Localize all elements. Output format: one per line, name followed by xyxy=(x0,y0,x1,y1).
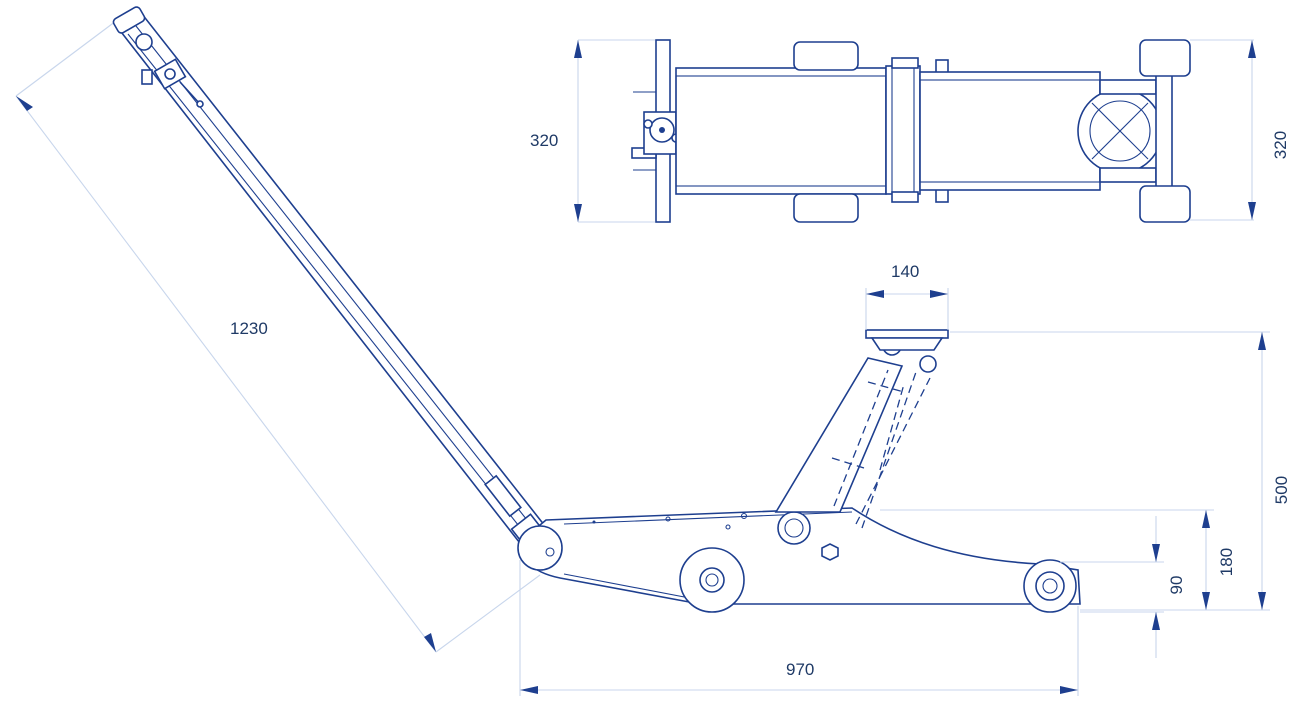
dimension-label-top-width-left: 320 xyxy=(530,131,558,150)
dimension-label-handle-length: 1230 xyxy=(230,319,268,338)
top-view: 320 320 xyxy=(530,39,1290,223)
side-view: 1230 xyxy=(15,6,1291,696)
dimension-label-top-width-right: 320 xyxy=(1271,131,1290,159)
dimension-saddle-diameter: 140 xyxy=(865,262,949,330)
dimension-wheel-height: 180 xyxy=(880,509,1236,610)
front-wheel xyxy=(679,547,745,613)
dimension-label-overall-length: 970 xyxy=(786,660,814,679)
saddle xyxy=(865,329,949,351)
dimension-handle-length: 1230 xyxy=(15,17,541,653)
dimension-label-max-height: 500 xyxy=(1272,476,1291,504)
chassis xyxy=(517,357,1081,605)
dimension-max-height: 500 xyxy=(950,331,1291,611)
dimension-overall-length: 970 xyxy=(519,560,1079,696)
rear-wheel xyxy=(1023,559,1077,613)
dimension-min-height: 90 xyxy=(1060,516,1186,658)
dimension-top-width-left: 320 xyxy=(530,39,655,223)
dimension-label-min-height: 90 xyxy=(1167,576,1186,595)
dimension-top-width-right: 320 xyxy=(1190,39,1290,221)
dimension-label-saddle-diameter: 140 xyxy=(891,262,919,281)
dimension-label-wheel-height: 180 xyxy=(1217,548,1236,576)
handle xyxy=(112,6,558,558)
